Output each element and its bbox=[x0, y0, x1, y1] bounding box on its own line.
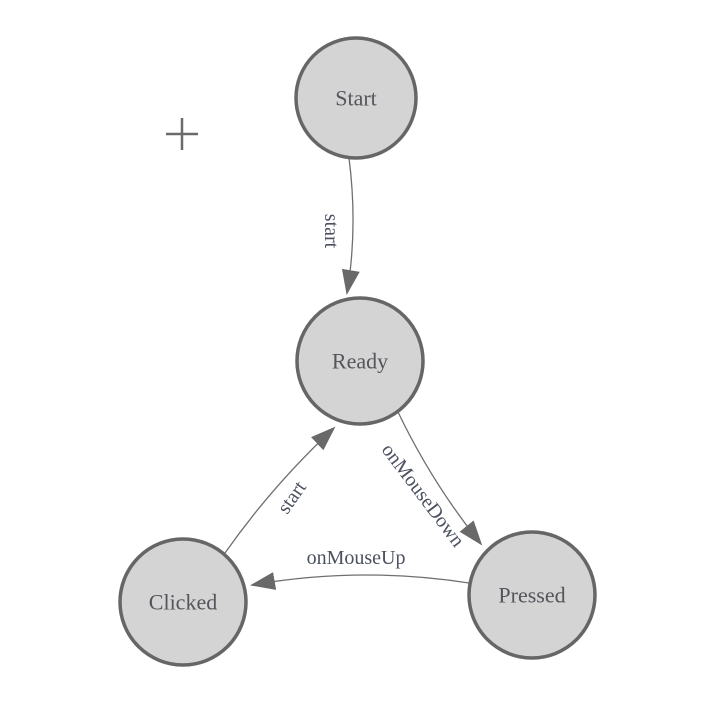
state-label-pressed: Pressed bbox=[498, 583, 565, 608]
crosshair-cursor-icon bbox=[166, 118, 198, 150]
state-node-ready[interactable]: Ready bbox=[295, 296, 425, 426]
state-label-ready: Ready bbox=[332, 349, 388, 374]
state-label-clicked: Clicked bbox=[149, 590, 217, 615]
state-node-start[interactable]: Start bbox=[294, 36, 418, 160]
edge-pressed-to-clicked[interactable] bbox=[250, 572, 470, 590]
state-label-start: Start bbox=[335, 86, 377, 111]
state-circle-start[interactable] bbox=[294, 36, 418, 160]
state-circle-pressed[interactable] bbox=[467, 530, 597, 660]
state-circle-clicked[interactable] bbox=[118, 537, 248, 667]
edge-label-ready-to-pressed: onMouseDown bbox=[377, 440, 469, 552]
edge-ready-to-pressed[interactable] bbox=[397, 411, 483, 546]
edge-start-to-ready[interactable] bbox=[341, 157, 360, 295]
state-node-pressed[interactable]: Pressed bbox=[467, 530, 597, 660]
edge-label-clicked-to-ready: start bbox=[273, 477, 311, 518]
state-node-clicked[interactable]: Clicked bbox=[118, 537, 248, 667]
edge-label-pressed-to-clicked: onMouseUp bbox=[307, 547, 406, 569]
state-circle-ready[interactable] bbox=[295, 296, 425, 426]
edge-clicked-to-ready[interactable] bbox=[224, 426, 336, 554]
edge-label-start-to-ready: start bbox=[320, 214, 342, 249]
